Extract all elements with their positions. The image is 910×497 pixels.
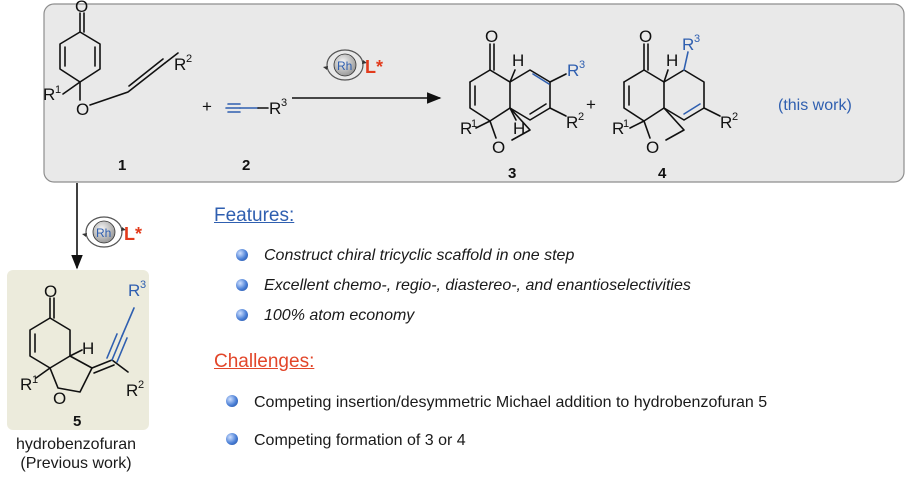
atom-O: O <box>492 138 505 157</box>
previous-compound-name: hydrobenzofuran <box>15 436 137 453</box>
atom-H: H <box>512 51 524 70</box>
plus-sign: + <box>202 97 212 116</box>
bullet-icon <box>236 279 248 291</box>
atom-R: R <box>720 113 732 132</box>
bullet-icon <box>226 433 238 445</box>
compound-4-structure: O H O R 1 R 3 R 2 4 <box>612 27 738 182</box>
sub-r1: 1 <box>623 118 629 130</box>
atom-R: R <box>612 119 624 138</box>
atom-O: O <box>53 389 66 408</box>
compound-3-structure: O H H O R 1 R 3 R 2 3 <box>460 27 585 182</box>
sub-r2: 2 <box>186 53 192 65</box>
previous-work-box <box>7 270 149 430</box>
sub-r2: 2 <box>138 379 144 391</box>
atom-R: R <box>460 119 472 138</box>
compound-label-4: 4 <box>658 165 667 182</box>
atom-R: R <box>682 35 694 54</box>
feature-item: 100% atom economy <box>236 307 691 337</box>
ligand-label: L* <box>124 224 142 244</box>
atom-O: O <box>646 138 659 157</box>
atom-R: R <box>128 281 140 300</box>
rh-catalyst-left: Rh L* <box>82 216 142 248</box>
compound-label-3: 3 <box>508 165 516 182</box>
atom-R: R <box>20 375 32 394</box>
compound-5-structure: O H O R 1 R 3 R 2 5 <box>20 279 146 430</box>
sub-r1: 1 <box>32 374 38 386</box>
sub-r3: 3 <box>694 33 700 45</box>
challenge-item: Competing formation of 3 or 4 <box>226 432 767 470</box>
atom-O: O <box>44 282 57 301</box>
atom-H: H <box>82 339 94 358</box>
compound-label-2: 2 <box>242 157 250 174</box>
atom-O: O <box>485 27 498 46</box>
sub-r3: 3 <box>140 279 146 291</box>
atom-R: R <box>566 113 578 132</box>
feature-item: Excellent chemo-, regio-, diastereo-, an… <box>236 277 691 307</box>
sub-r1: 1 <box>471 118 477 130</box>
plus-sign: + <box>586 95 596 114</box>
rh-label: Rh <box>96 226 111 240</box>
atom-H: H <box>513 119 525 138</box>
atom-R: R <box>126 381 138 400</box>
atom-O: O <box>639 27 652 46</box>
previous-work-label: (Previous work) <box>20 455 132 472</box>
sub-r2: 2 <box>578 111 584 123</box>
sub-r2: 2 <box>732 111 738 123</box>
ligand-label: L* <box>365 57 383 77</box>
atom-R: R <box>269 99 281 118</box>
atom-O: O <box>75 0 88 16</box>
compound-label-5: 5 <box>73 413 81 430</box>
features-heading: Features: <box>214 205 295 226</box>
bullet-icon <box>236 309 248 321</box>
atom-R: R <box>43 85 55 104</box>
sub-r1: 1 <box>55 84 61 96</box>
features-list: Construct chiral tricyclic scaffold in o… <box>236 247 691 337</box>
compound-1-structure: O R 1 O R 2 1 <box>43 0 192 174</box>
sub-r3: 3 <box>281 97 287 109</box>
this-work-label: (this work) <box>778 97 852 114</box>
atom-R: R <box>174 55 186 74</box>
atom-H: H <box>666 51 678 70</box>
bullet-icon <box>236 249 248 261</box>
challenge-item: Competing insertion/desymmetric Michael … <box>226 394 767 432</box>
reaction-box <box>43 3 905 183</box>
atom-R: R <box>567 61 579 80</box>
bullet-icon <box>226 395 238 407</box>
compound-label-1: 1 <box>118 157 126 174</box>
rh-catalyst-top: Rh L* <box>323 49 383 81</box>
feature-item: Construct chiral tricyclic scaffold in o… <box>236 247 691 277</box>
compound-2-structure: R 3 2 <box>225 97 287 174</box>
atom-O: O <box>76 100 89 119</box>
challenges-heading: Challenges: <box>214 351 315 372</box>
sub-r3: 3 <box>579 59 585 71</box>
challenges-list: Competing insertion/desymmetric Michael … <box>226 394 767 470</box>
rh-label: Rh <box>337 59 352 73</box>
